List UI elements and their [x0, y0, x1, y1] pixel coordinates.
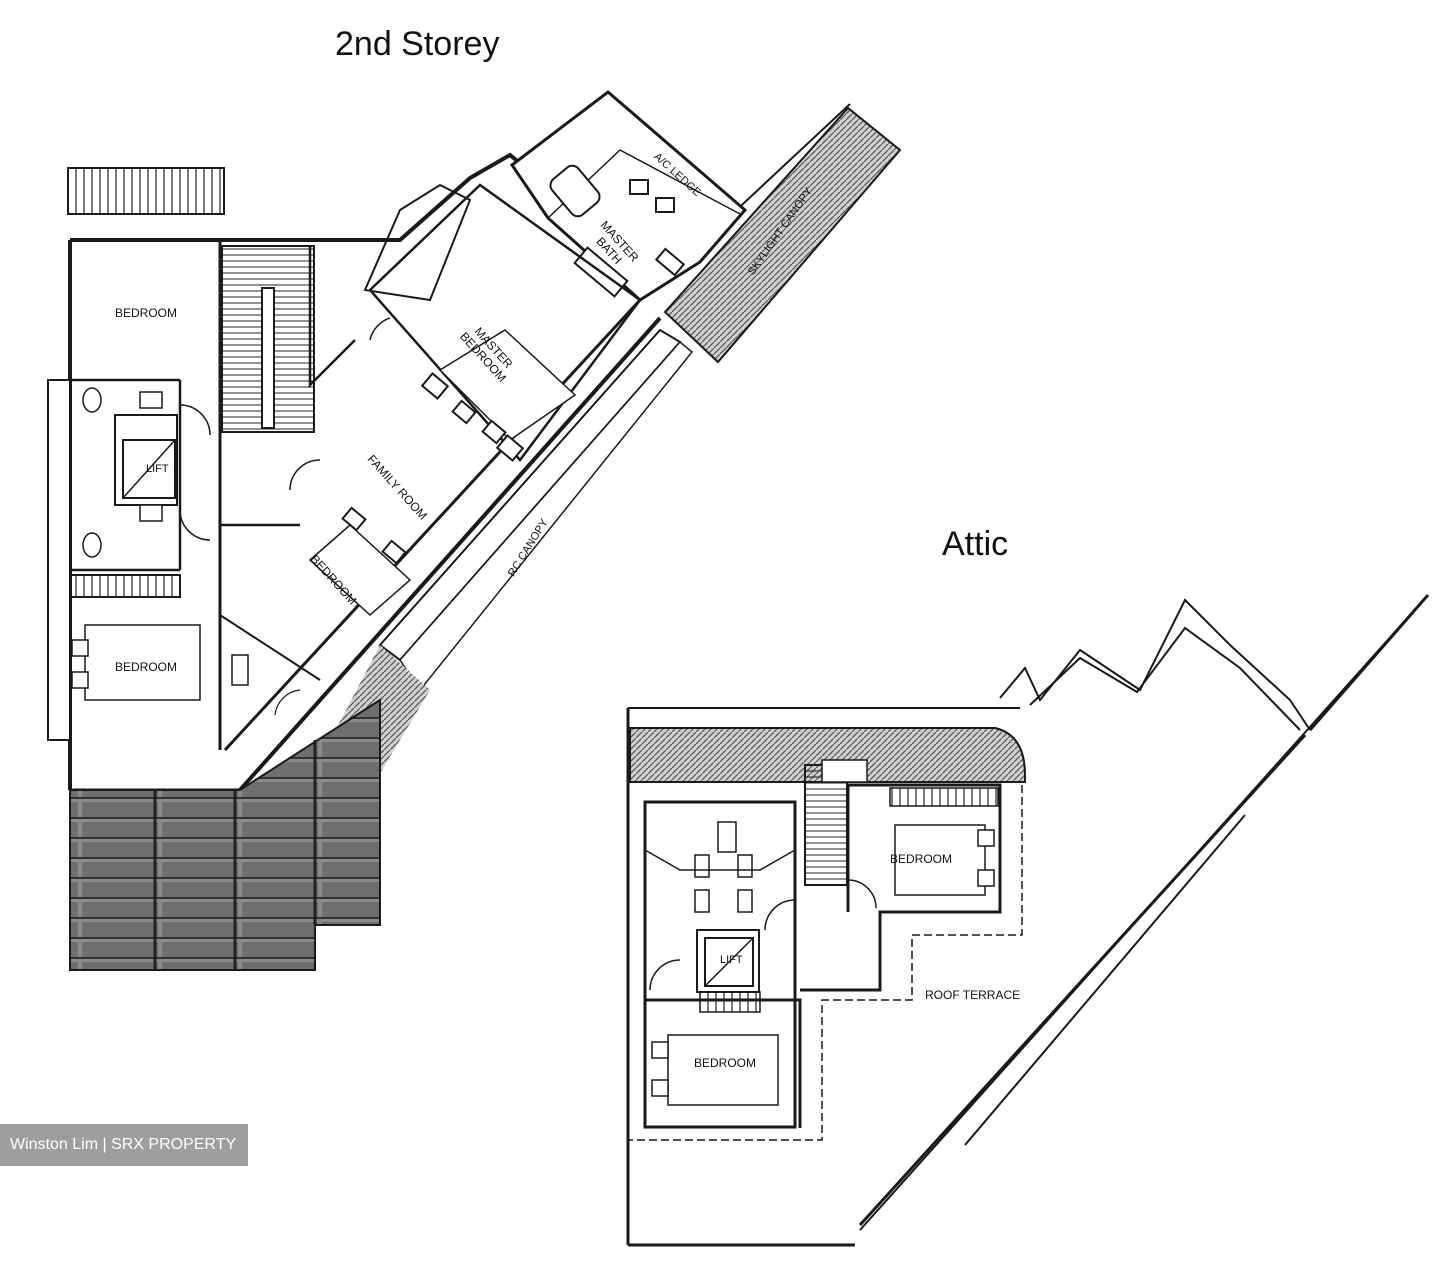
label-attic-lift: LIFT — [720, 954, 743, 966]
attic-bed-right — [894, 824, 986, 896]
attic-heading: Attic — [942, 525, 1009, 563]
attic-roof-outline — [999, 598, 1311, 731]
label-attic-bedroom-left: BEDROOM — [694, 1056, 757, 1070]
label-bedroom-top: BEDROOM — [115, 306, 178, 320]
bed-middle — [308, 523, 412, 617]
label-attic-bedroom-right: BEDROOM — [890, 852, 953, 866]
attic-bed-left — [667, 1034, 779, 1106]
second-storey-plan — [47, 90, 902, 971]
watermark-label: Winston Lim | SRX PROPERTY — [0, 1124, 248, 1166]
roof-terrace-boundary — [628, 785, 1023, 1141]
attic-plan — [626, 594, 1430, 1247]
skylight-canopy — [663, 106, 902, 364]
deck-area — [69, 698, 381, 971]
diagonal-wall-outer — [238, 316, 662, 792]
bed-bottom-left — [84, 624, 201, 701]
balcony-railing — [67, 167, 225, 215]
attic-roof-strip — [629, 727, 1026, 783]
master-bedroom-walls — [368, 183, 642, 462]
second-storey-heading: 2nd Storey — [335, 25, 500, 63]
label-roof-terrace: ROOF TERRACE — [925, 988, 1021, 1002]
label-lift: LIFT — [146, 463, 169, 475]
label-bedroom-bottom: BEDROOM — [115, 660, 178, 674]
attic-staircase — [804, 764, 848, 886]
bathtub — [549, 164, 601, 218]
master-bed — [438, 329, 577, 441]
